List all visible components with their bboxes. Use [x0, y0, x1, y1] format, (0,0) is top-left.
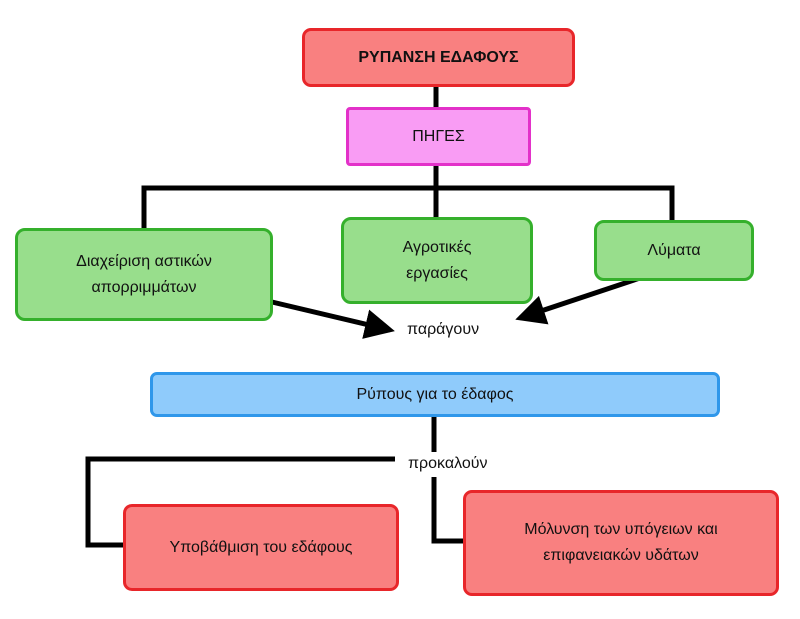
- source-agriculture-box: Αγροτικές εργασίες: [341, 217, 533, 304]
- title-box: ΡΥΠΑΝΣΗ ΕΔΑΦΟΥΣ: [302, 28, 575, 87]
- connector-cause-water: [431, 477, 466, 544]
- effect-degradation-text: Υποβάθμιση του εδάφους: [169, 538, 353, 556]
- effect-water-text: Μόλυνση των υπόγειων και επιφανειακών υδ…: [524, 521, 718, 564]
- effect-water-box: Μόλυνση των υπόγειων και επιφανειακών υδ…: [463, 490, 779, 596]
- title-text: ΡΥΠΑΝΣΗ ΕΔΑΦΟΥΣ: [358, 48, 519, 66]
- produce-label: παράγουν: [407, 321, 480, 338]
- arrow-sewage-produce: [515, 275, 641, 325]
- pollutants-text: Ρύπους για το έδαφος: [356, 385, 514, 403]
- cause-label: προκαλούν: [408, 455, 488, 472]
- sources-text: ΠΗΓΕΣ: [412, 127, 465, 145]
- source-urban-waste-box: Διαχείριση αστικών απορριμμάτων: [15, 228, 273, 321]
- pollutants-box: Ρύπους για το έδαφος: [150, 372, 720, 417]
- effect-degradation-box: Υποβάθμιση του εδάφους: [123, 504, 399, 591]
- source-sewage-box: Λύματα: [594, 220, 754, 281]
- connector-sources-branch: [141, 185, 675, 229]
- arrow-waste-produce: [271, 299, 395, 339]
- source-agriculture-text: Αγροτικές εργασίες: [402, 238, 472, 282]
- connector-cause-degradation: [85, 456, 395, 548]
- source-sewage-text: Λύματα: [647, 241, 701, 259]
- source-urban-waste-text: Διαχείριση αστικών απορριμμάτων: [76, 252, 212, 296]
- sources-box: ΠΗΓΕΣ: [346, 107, 531, 166]
